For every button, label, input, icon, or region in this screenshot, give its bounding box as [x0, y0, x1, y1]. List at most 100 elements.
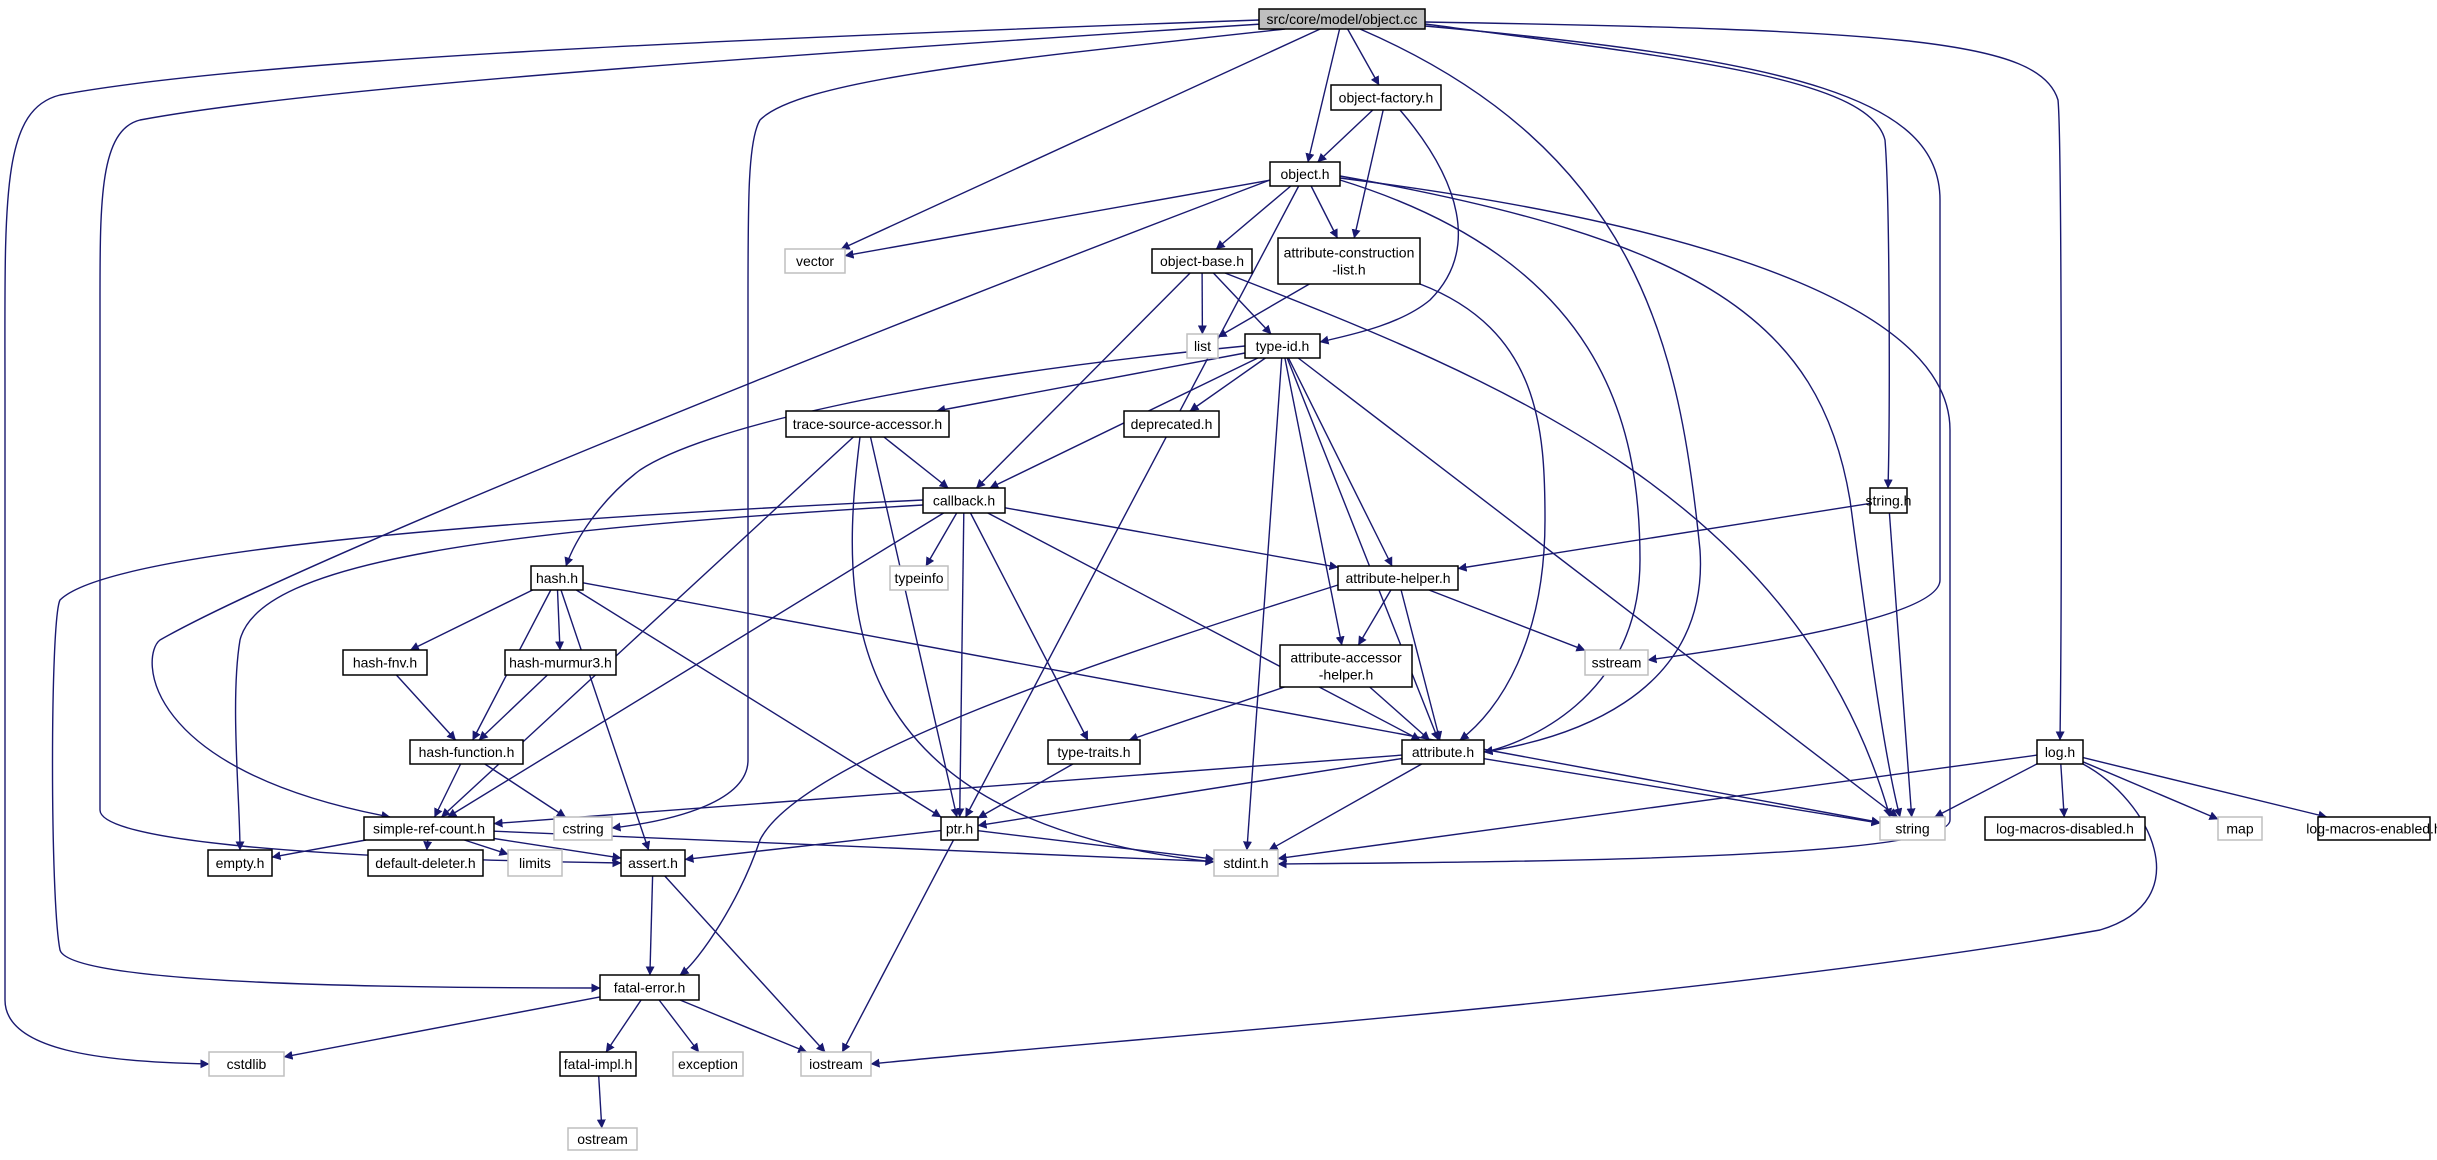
node-assert-h[interactable]: assert.h	[620, 849, 686, 877]
node-attribute-helper-h[interactable]: attribute-helper.h	[1337, 565, 1459, 591]
node-object-h[interactable]: object.h	[1269, 161, 1341, 187]
node-label: callback.h	[933, 493, 995, 509]
node-box	[599, 974, 700, 1001]
node-log-macros-disabled-h[interactable]: log-macros-disabled.h	[1984, 816, 2146, 841]
node-attribute-accessor-helper-h[interactable]: attribute-accessor-helper.h	[1279, 644, 1413, 688]
edge-object-cc-to-attribute-h	[1359, 28, 1702, 756]
node-label: -helper.h	[1319, 667, 1373, 683]
node-type-id-h[interactable]: type-id.h	[1244, 333, 1321, 359]
node-label: attribute-construction	[1284, 245, 1415, 261]
node-exception: exception	[672, 1051, 744, 1077]
edges	[4, 19, 2328, 1129]
node-string-h[interactable]: string.h	[1866, 487, 1912, 514]
node-box	[567, 1127, 638, 1151]
node-label: ostream	[577, 1131, 628, 1147]
edge-object-factory-h-to-object-h	[1317, 109, 1374, 163]
edge-object-base-h-to-callback-h	[975, 272, 1191, 489]
node-empty-h[interactable]: empty.h	[207, 849, 273, 877]
node-box	[1047, 739, 1141, 765]
edge-ptr-h-to-stdint-h	[977, 830, 1215, 863]
edge-object-h-to-attribute-h	[1339, 179, 1641, 755]
node-label: deprecated.h	[1131, 416, 1213, 432]
edge-hash-function-h-to-simple-ref-count-h	[433, 763, 462, 818]
node-label: fatal-impl.h	[564, 1056, 632, 1072]
edge-fatal-error-h-to-cstdlib	[283, 996, 601, 1060]
edge-object-factory-h-to-type-id-h	[1319, 109, 1460, 345]
edge-object-cc-to-cstdlib	[4, 19, 1260, 1069]
node-object-factory-h[interactable]: object-factory.h	[1330, 84, 1442, 111]
edge-object-h-to-simple-ref-count-h	[151, 179, 1271, 820]
node-attribute-h[interactable]: attribute.h	[1401, 739, 1485, 765]
node-fatal-error-h[interactable]: fatal-error.h	[599, 974, 700, 1001]
node-vector: vector	[784, 248, 846, 274]
node-box	[1269, 161, 1341, 187]
node-hash-function-h[interactable]: hash-function.h	[409, 739, 524, 765]
node-stdint-h: stdint.h	[1213, 849, 1279, 877]
node-box	[800, 1051, 872, 1077]
edge-fatal-error-h-to-iostream	[679, 999, 808, 1053]
node-box	[1401, 739, 1485, 765]
node-box	[2317, 816, 2431, 841]
node-box	[1277, 237, 1421, 285]
edge-callback-h-to-attribute-h	[987, 512, 1421, 741]
node-box	[363, 816, 495, 841]
node-attribute-construction-list-h[interactable]: attribute-construction-list.h	[1277, 237, 1421, 285]
node-label: cstdlib	[227, 1056, 267, 1072]
node-iostream: iostream	[800, 1051, 872, 1077]
node-hash-h[interactable]: hash.h	[530, 565, 584, 591]
edge-assert-h-to-iostream	[664, 875, 826, 1053]
edge-object-base-h-to-type-id-h	[1212, 272, 1272, 335]
edge-object-cc-to-cstring	[611, 28, 1286, 832]
node-ptr-h[interactable]: ptr.h	[940, 816, 979, 841]
node-box	[504, 649, 617, 676]
edge-hash-h-to-assert-h	[560, 589, 651, 851]
node-label: vector	[796, 253, 834, 269]
node-hash-murmur3-h[interactable]: hash-murmur3.h	[504, 649, 617, 676]
node-box	[409, 739, 524, 765]
edge-object-h-to-vector	[844, 179, 1271, 259]
node-deprecated-h[interactable]: deprecated.h	[1123, 410, 1220, 438]
node-box	[208, 1051, 285, 1077]
node-trace-source-accessor-h[interactable]: trace-source-accessor.h	[785, 410, 950, 438]
node-fatal-impl-h[interactable]: fatal-impl.h	[559, 1051, 637, 1077]
edge-type-id-h-to-deprecated-h	[1189, 357, 1266, 412]
edge-ptr-h-to-iostream	[841, 839, 955, 1053]
edge-simple-ref-count-h-to-limits	[464, 839, 509, 856]
node-box	[1584, 649, 1649, 676]
edge-object-base-h-to-string	[1224, 272, 1892, 818]
node-box	[1244, 333, 1321, 359]
node-type-traits-h[interactable]: type-traits.h	[1047, 739, 1141, 765]
node-object-cc[interactable]: src/core/model/object.cc	[1258, 8, 1426, 30]
node-callback-h[interactable]: callback.h	[922, 487, 1006, 514]
node-label: attribute.h	[1412, 744, 1474, 760]
node-box	[342, 649, 428, 676]
node-box	[940, 816, 979, 841]
edge-type-id-h-to-trace-source-accessor-h	[936, 352, 1246, 414]
node-object-base-h[interactable]: object-base.h	[1151, 248, 1253, 274]
edge-object-cc-to-vector	[840, 28, 1321, 250]
node-simple-ref-count-h[interactable]: simple-ref-count.h	[363, 816, 495, 841]
node-log-macros-enabled-h[interactable]: log-macros-enabled.h	[2306, 816, 2437, 841]
edge-fatal-error-h-to-exception	[658, 999, 700, 1053]
node-box	[1123, 410, 1220, 438]
node-box	[1879, 816, 1946, 841]
node-hash-fnv-h[interactable]: hash-fnv.h	[342, 649, 428, 676]
edge-attribute-accessor-helper-h-to-attribute-h	[1369, 686, 1430, 741]
node-default-deleter-h[interactable]: default-deleter.h	[367, 849, 484, 877]
edge-callback-h-to-fatal-error-h	[51, 499, 924, 993]
edge-object-h-to-object-base-h	[1215, 185, 1292, 250]
node-box	[1984, 816, 2146, 841]
edge-type-id-h-to-string	[1297, 357, 1898, 818]
node-ostream: ostream	[567, 1127, 638, 1151]
edge-object-factory-h-to-attribute-construction-list-h	[1351, 109, 1384, 239]
node-limits: limits	[507, 849, 563, 877]
edge-object-cc-to-object-factory-h	[1346, 28, 1380, 86]
node-box	[1186, 333, 1219, 359]
edge-attribute-h-to-ptr-h	[977, 757, 1403, 829]
node-cstring: cstring	[553, 816, 613, 841]
node-label: object.h	[1280, 166, 1329, 182]
edge-simple-ref-count-h-to-default-deleter-h	[423, 839, 433, 851]
node-log-h[interactable]: log.h	[2036, 739, 2084, 765]
edge-attribute-helper-h-to-attribute-accessor-helper-h	[1357, 589, 1392, 646]
